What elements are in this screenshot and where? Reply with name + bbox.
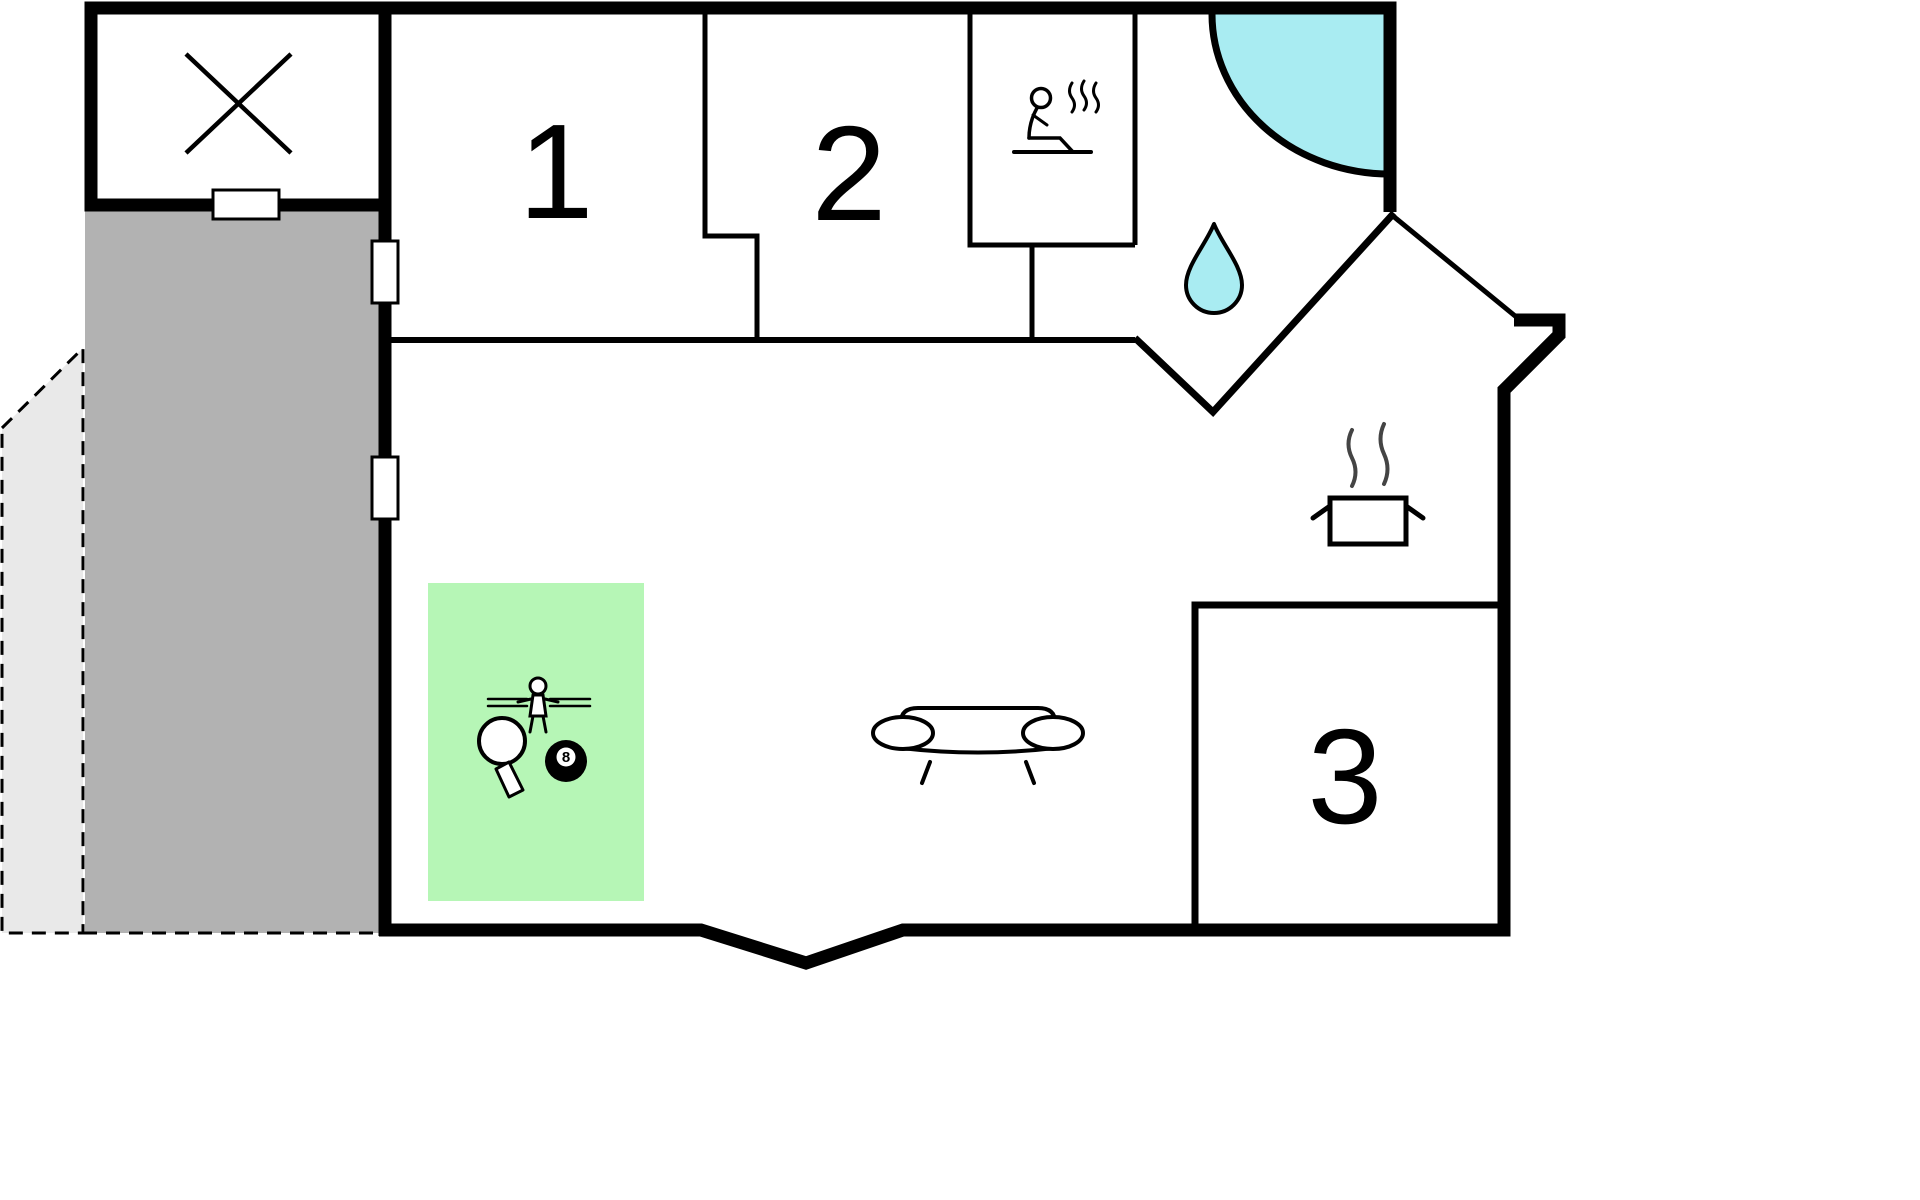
sauna-icon [1012, 79, 1100, 154]
eight-ball-label: 8 [562, 749, 570, 766]
interior-walls [385, 8, 1522, 930]
water-drop-icon [1184, 222, 1244, 315]
door-openings [211, 188, 400, 521]
door-opening [370, 455, 400, 521]
shower-rim [1208, 13, 1391, 178]
x-marker-icon [184, 52, 293, 155]
shower-icon [1212, 14, 1390, 174]
room-3-label: 3 [1307, 701, 1382, 852]
interior-wall [967, 8, 1135, 248]
sofa-icon [871, 706, 1085, 785]
door-opening [370, 239, 400, 305]
interior-wall [1132, 210, 1397, 417]
outer-wall [379, 313, 1566, 970]
foosball-player-icon [486, 676, 592, 734]
interior-wall [1191, 601, 1508, 930]
room-1-label: 1 [518, 96, 593, 247]
terrace [85, 211, 385, 933]
entrance-window [1391, 214, 1522, 322]
room-2-label: 2 [811, 98, 886, 249]
room-1: 1 [518, 96, 593, 247]
room-2: 2 [811, 98, 886, 249]
interior-wall [702, 8, 760, 340]
table-tennis-paddle-icon [477, 716, 527, 799]
terrace-extension [0, 344, 85, 935]
games-area [428, 583, 644, 901]
room-3: 3 [1307, 701, 1382, 852]
door-opening [211, 188, 281, 221]
eight-ball-icon: 8 [545, 740, 587, 782]
cooking-pot-icon [1310, 422, 1426, 547]
